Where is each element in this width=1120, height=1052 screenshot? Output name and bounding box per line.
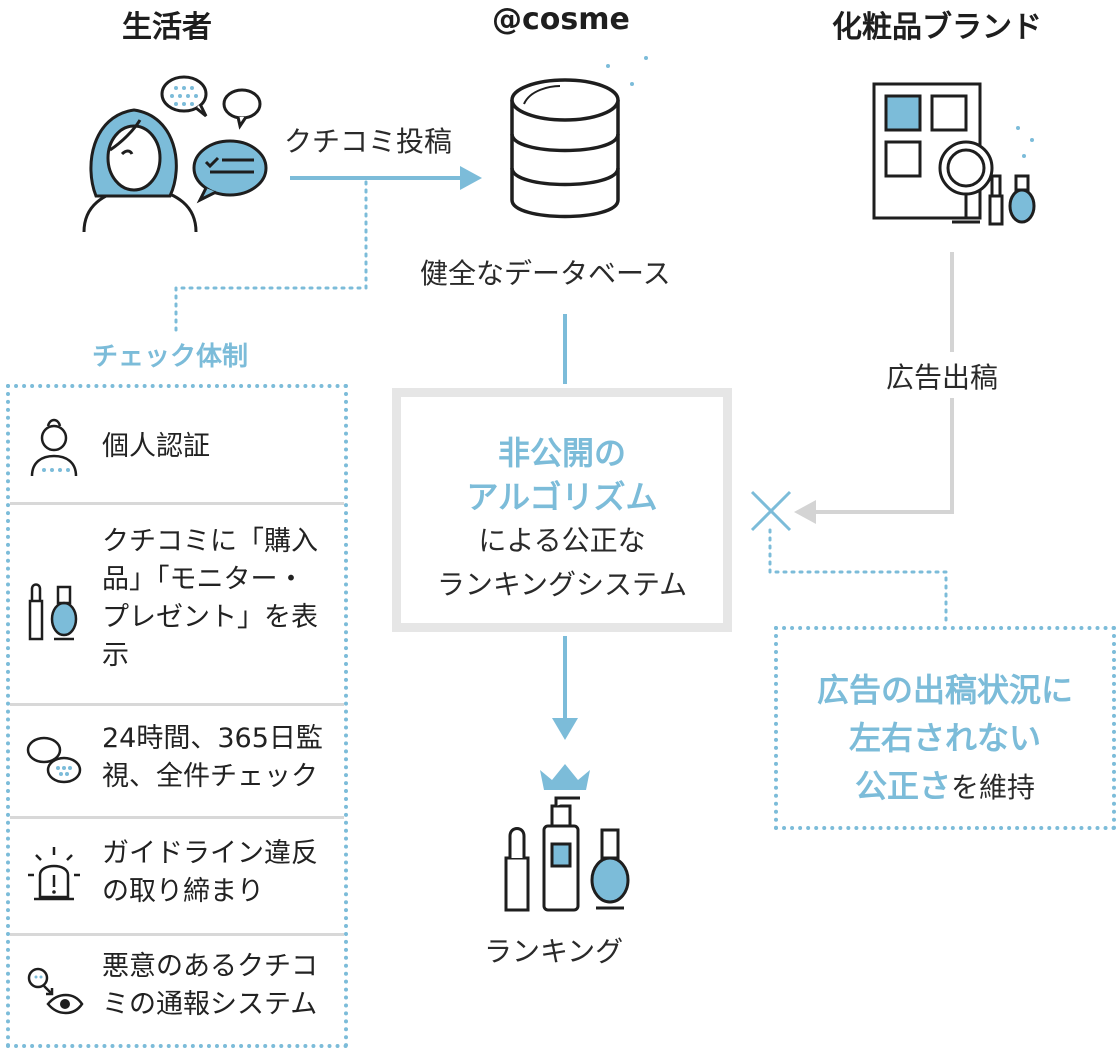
person-icon (30, 418, 78, 477)
check-item-label: 個人認証 (102, 431, 210, 462)
fairness-line3: 公正さを維持 (778, 762, 1112, 816)
consumer-heading: 生活者 (122, 10, 212, 45)
fairness-line2: 左右されない (848, 719, 1041, 757)
check-system-list: 個人認証 クチコミに「購入 品」「モニター・ プレゼント」を表 示 24時間、3… (6, 384, 348, 1048)
check-item-label: 悪意のあるクチコ ミの通報システム (102, 951, 318, 1020)
check-divider (10, 933, 344, 936)
check-connector (174, 180, 368, 332)
check-item-report: 悪意のあるクチコ ミの通報システム (10, 936, 344, 1044)
consumer-illustration (82, 75, 268, 233)
ad-arrow (794, 252, 954, 524)
check-system-title: チェック体制 (92, 342, 249, 372)
database-label: 健全なデータベース (420, 257, 671, 290)
consumer-bubble-dots (170, 86, 198, 106)
fairness-box: 広告の出稿状況に 左右されない 公正さを維持 (774, 626, 1116, 830)
speech-bubbles-icon (26, 736, 82, 784)
cosme-heading: @cosme (492, 2, 630, 37)
review-post-label: クチコミ投稿 (284, 125, 453, 158)
check-divider (10, 816, 344, 819)
algorithm-text-line3: による公正な (478, 524, 646, 557)
check-divider (10, 703, 344, 706)
check-item-label: ガイドライン違反 の取り締まり (102, 838, 318, 907)
alarm-light-icon (28, 847, 80, 901)
check-divider (10, 502, 344, 505)
ranking-illustration (504, 764, 630, 912)
eye-report-icon (27, 967, 84, 1015)
check-item-monitoring: 24時間、365日監 視、全件チェック (10, 706, 344, 816)
cosmetics-icon (28, 583, 78, 641)
brand-sparkle-icon (1016, 126, 1034, 158)
brand-heading: 化粧品ブランド (832, 10, 1042, 45)
algorithm-text-line4: ランキングシステム (436, 568, 688, 601)
fairness-line1: 広告の出稿状況に (816, 671, 1073, 709)
check-item-label: 24時間、365日監 視、全件チェック (102, 723, 323, 792)
review-post-arrow (290, 166, 482, 190)
sparkle-icon (606, 56, 648, 86)
algorithm-box: 非公開の アルゴリズム による公正な ランキングシステム (392, 388, 732, 632)
ranking-label: ランキング (484, 935, 624, 968)
database-illustration (510, 78, 620, 219)
algorithm-title-line2: アルゴリズム (466, 478, 658, 516)
fairness-connector (768, 528, 948, 624)
fairness-rest: を維持 (951, 771, 1036, 804)
algorithm-title-line1: 非公開の (497, 434, 626, 472)
ad-placement-label: 広告出稿 (886, 361, 999, 394)
algo-to-ranking-arrow (552, 636, 578, 740)
check-item-identity: 個人認証 (10, 388, 344, 502)
brand-illustration (872, 82, 1036, 226)
check-item-guidelines: ガイドライン違反 の取り締まり (10, 819, 344, 933)
check-item-label-display: クチコミに「購入 品」「モニター・ プレゼント」を表 示 (10, 505, 344, 703)
check-item-label: クチコミに「購入 品」「モニター・ プレゼント」を表 示 (102, 526, 318, 671)
blocked-x-icon (750, 490, 792, 532)
fairness-highlight: 公正さ (854, 767, 951, 805)
